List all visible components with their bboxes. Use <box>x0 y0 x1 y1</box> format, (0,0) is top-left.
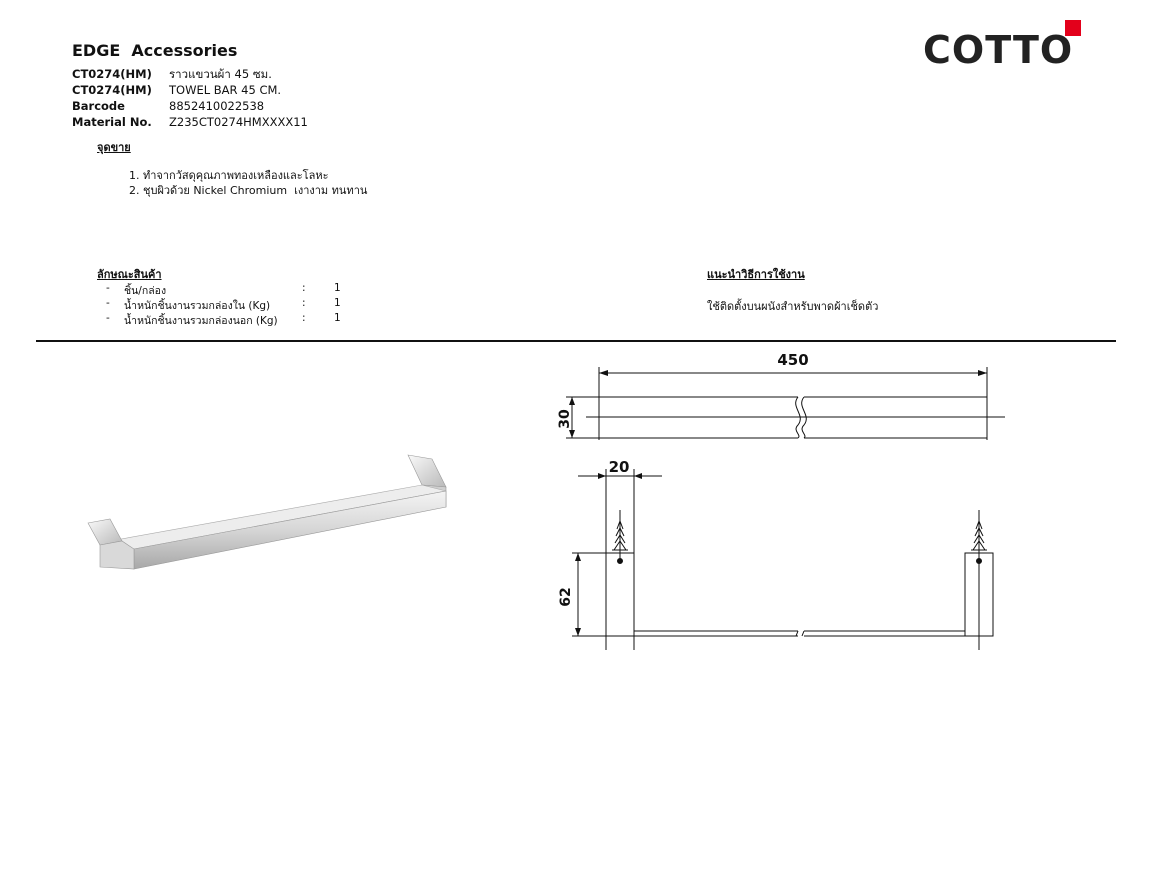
spec-value: ราวแขวนผ้า 45 ซม. <box>169 67 272 81</box>
selling-points-title: จุดขาย <box>97 141 131 154</box>
usage-title: แนะนำวิธีการใช้งาน <box>707 268 805 281</box>
projection-dimension-label: 62 <box>558 587 574 606</box>
depth-dimension-label: 20 <box>609 458 630 476</box>
characteristic-value: 1 <box>334 297 341 309</box>
characteristic-row: - น้ำหนักชิ้นงานรวมกล่องนอก (Kg) : 1 <box>106 312 366 327</box>
selling-point-item: 1. ทำจากวัสดุคุณภาพทองเหลืองและโลหะ <box>129 169 329 182</box>
spec-value: TOWEL BAR 45 CM. <box>169 83 282 97</box>
spec-key: CT0274(HM) <box>72 67 152 81</box>
spec-value: Z235CT0274HMXXXX11 <box>169 115 308 129</box>
characteristic-label: น้ำหนักชิ้นงานรวมกล่องนอก (Kg) <box>124 315 278 327</box>
length-dimension-label: 450 <box>777 351 808 369</box>
brand-logo-accent <box>1065 20 1081 36</box>
selling-point-item: 2. ชุบผิวด้วย Nickel Chromium เงางาม ทนท… <box>129 184 368 197</box>
separator: : <box>302 312 306 324</box>
characteristics-title: ลักษณะสินค้า <box>97 268 162 281</box>
bullet: - <box>106 297 110 309</box>
separator: : <box>302 297 306 309</box>
characteristic-label: น้ำหนักชิ้นงานรวมกล่องใน (Kg) <box>124 300 271 312</box>
bullet: - <box>106 282 110 294</box>
characteristic-row: - ชิ้น/กล่อง : 1 <box>106 282 366 297</box>
spec-value: 8852410022538 <box>169 99 265 113</box>
bullet: - <box>106 312 110 324</box>
product-photo <box>87 454 447 570</box>
brand-logo: COTTO <box>923 28 1074 72</box>
section-divider <box>36 340 1116 342</box>
separator: : <box>302 282 306 294</box>
spec-key: Material No. <box>72 115 152 129</box>
height-dimension-label: 30 <box>557 409 573 429</box>
usage-text: ใช้ติดตั้งบนผนังสำหรับพาดผ้าเช็ดตัว <box>707 300 879 313</box>
characteristic-value: 1 <box>334 312 341 324</box>
characteristic-label: ชิ้น/กล่อง <box>124 285 167 297</box>
right-mount <box>407 454 447 488</box>
spec-key: CT0274(HM) <box>72 83 152 97</box>
left-mount <box>87 518 123 546</box>
characteristic-row: - น้ำหนักชิ้นงานรวมกล่องใน (Kg) : 1 <box>106 297 366 312</box>
series-title: EDGE Accessories <box>72 41 238 60</box>
technical-drawing: 450 30 20 62 <box>557 351 1005 650</box>
left-mount-front <box>605 552 635 637</box>
spec-key: Barcode <box>72 99 125 113</box>
characteristic-value: 1 <box>334 282 341 294</box>
